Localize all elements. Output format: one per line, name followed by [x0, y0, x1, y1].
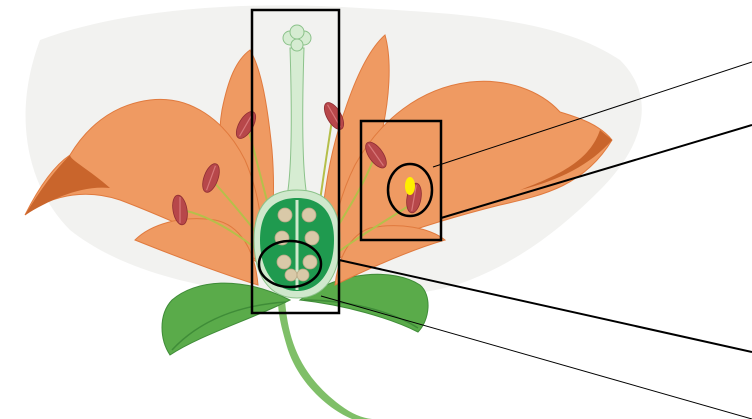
leaf-left [162, 283, 290, 355]
ovule [285, 269, 297, 281]
pollen-grain [405, 177, 415, 195]
stem [278, 300, 372, 419]
ovule [277, 255, 291, 269]
ovule [305, 231, 319, 245]
ovule [303, 255, 317, 269]
leader-line-ovule [321, 296, 752, 419]
ovule [297, 269, 309, 281]
ovule [302, 208, 316, 222]
ovule [278, 208, 292, 222]
